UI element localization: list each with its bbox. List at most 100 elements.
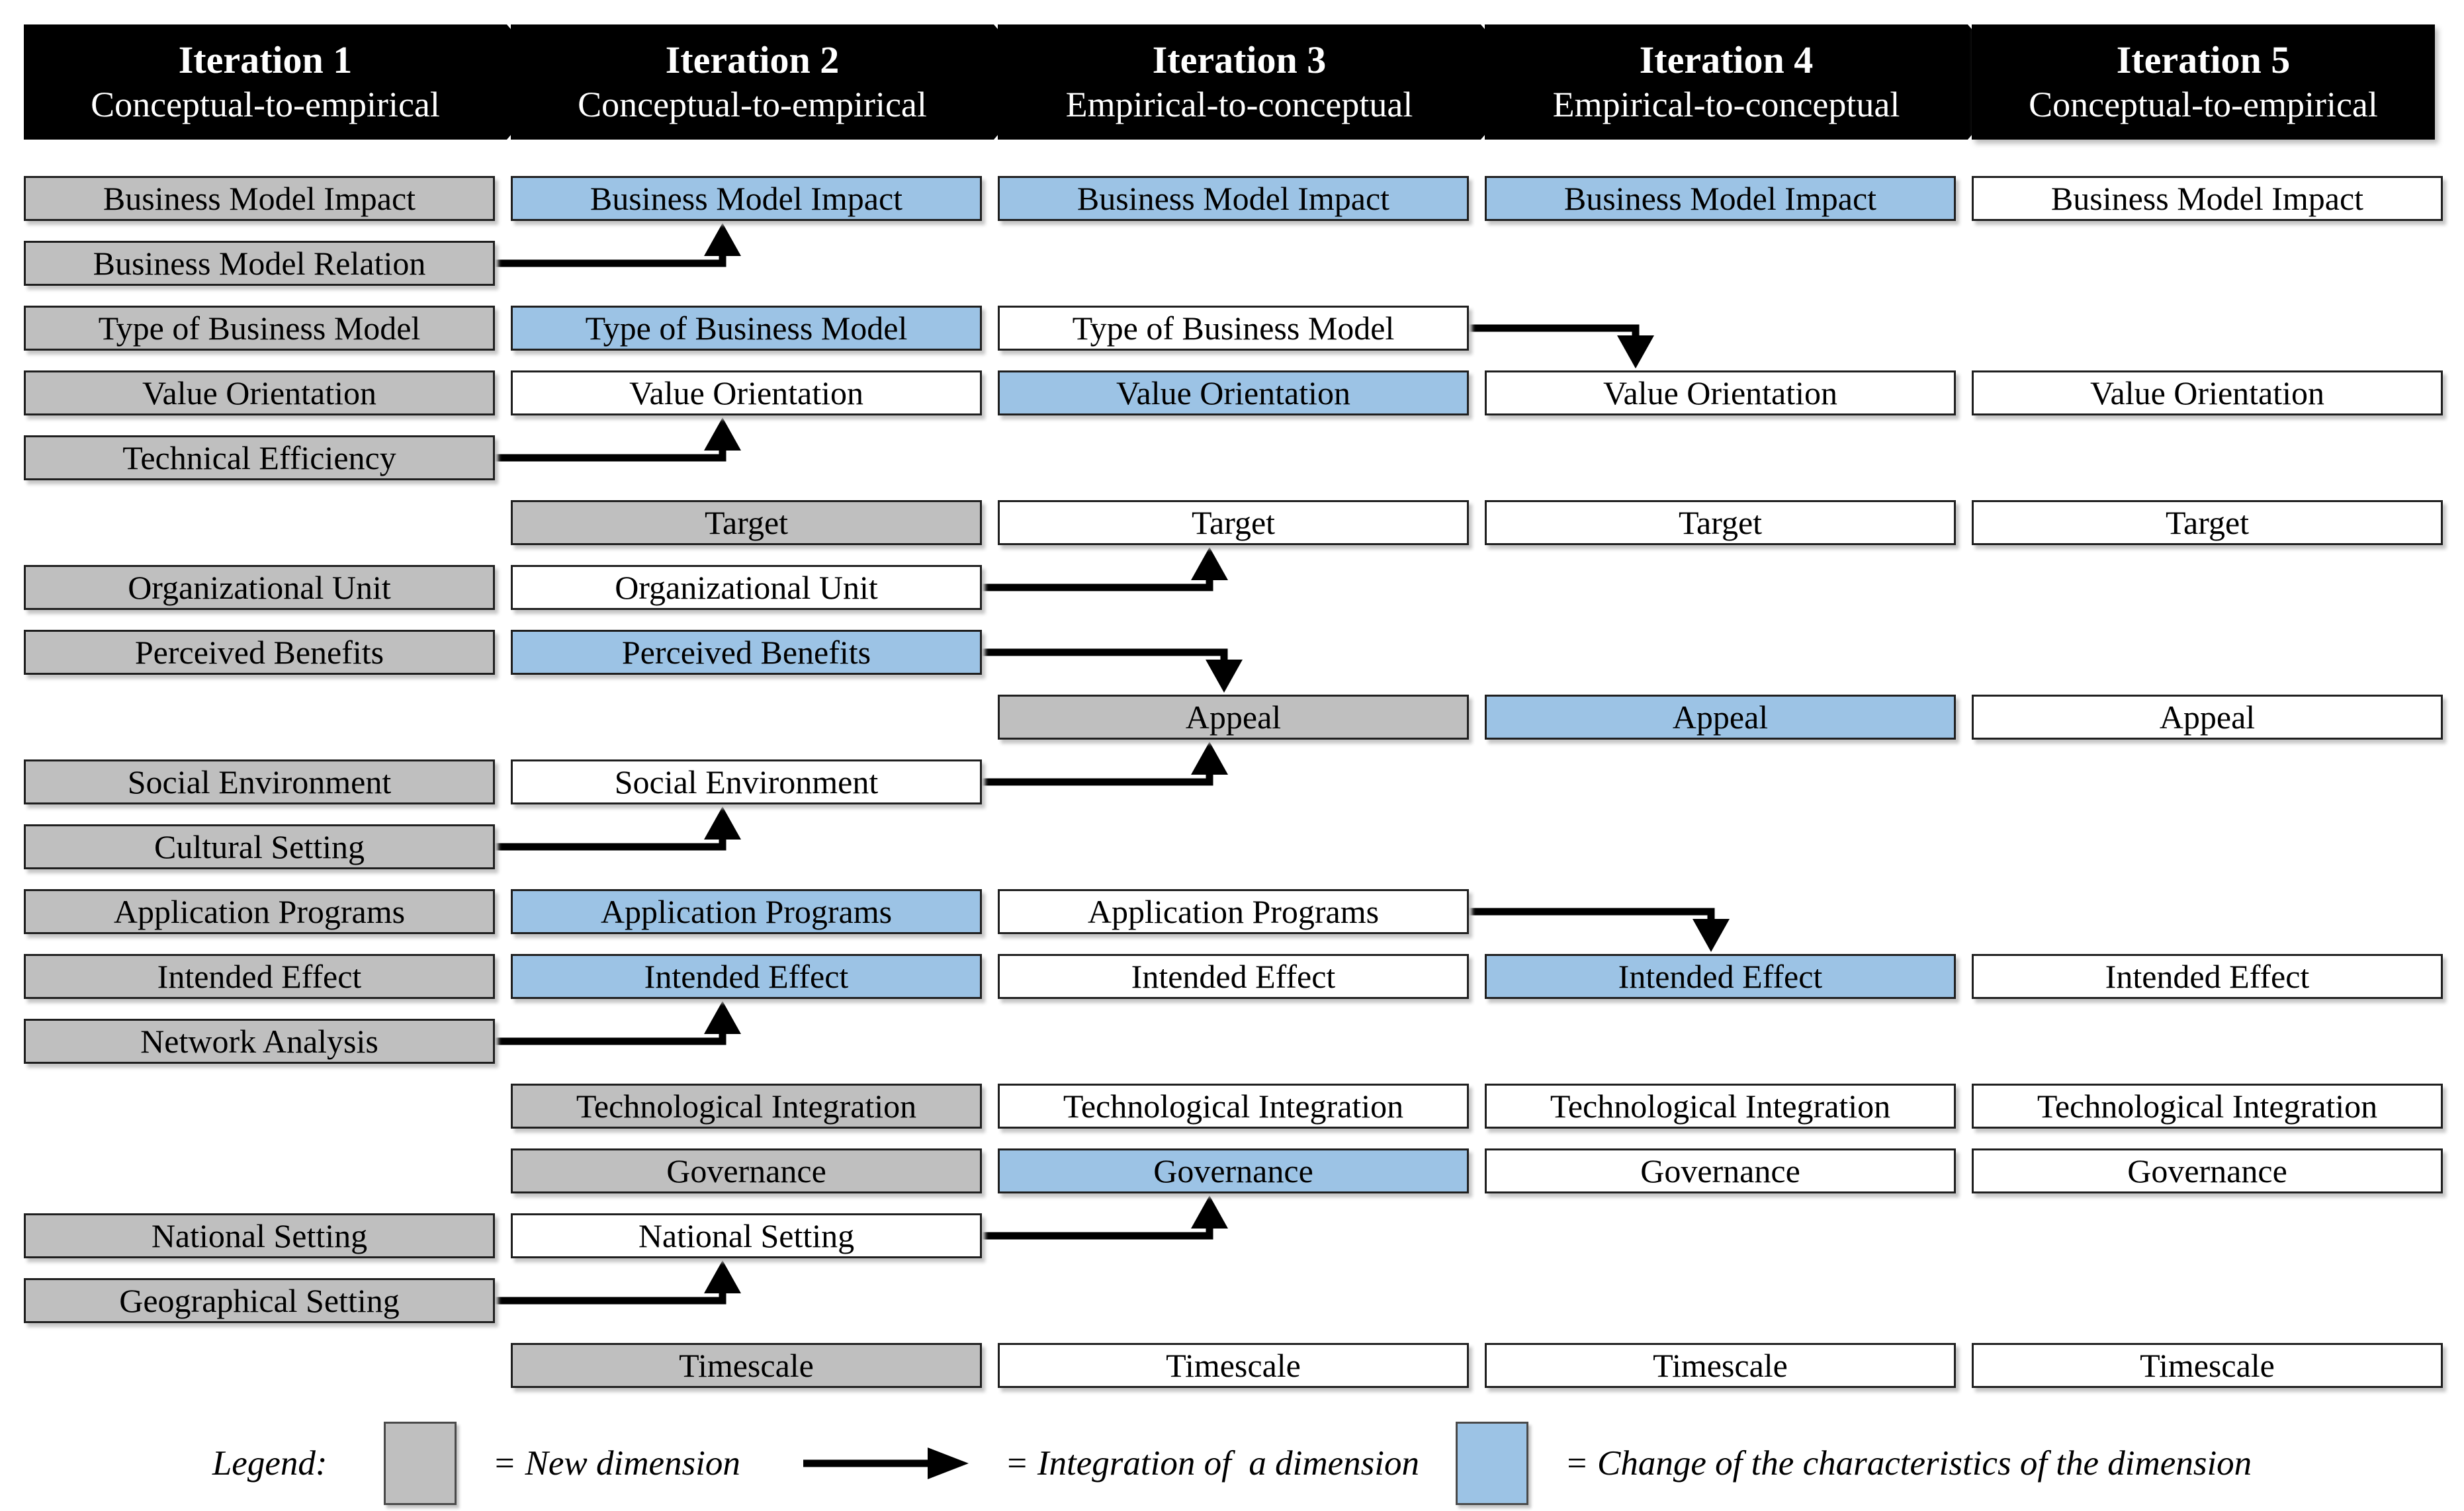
dimension-box: Timescale — [1972, 1343, 2443, 1388]
dimension-box: Timescale — [511, 1343, 982, 1388]
dimension-label: Type of Business Model — [585, 310, 908, 347]
dimension-label: Target — [1191, 504, 1276, 541]
dimension-label: Timescale — [1166, 1347, 1301, 1384]
integration-arrow — [982, 775, 1213, 786]
integration-arrow — [1617, 335, 1654, 368]
dimension-box: Type of Business Model — [998, 306, 1469, 351]
integration-arrow — [1469, 908, 1715, 919]
dimension-label: Target — [1678, 504, 1763, 541]
dimension-label: Timescale — [2140, 1347, 2275, 1384]
dimension-label: Technological Integration — [1550, 1088, 1891, 1125]
dimension-box: Target — [511, 500, 982, 545]
dimension-box: Timescale — [1485, 1343, 1956, 1388]
dimension-box: Technological Integration — [998, 1084, 1469, 1129]
dimension-box: Intended Effect — [1485, 954, 1956, 999]
dimension-label: Intended Effect — [157, 958, 362, 995]
dimension-label: Appeal — [1185, 699, 1282, 736]
dimension-box: Organizational Unit — [511, 565, 982, 610]
dimension-label: Business Model Impact — [2050, 180, 2364, 217]
legend-new-dimension-text: = New dimension — [492, 1444, 740, 1483]
legend-new-dimension-swatch — [383, 1422, 457, 1505]
dimension-label: Intended Effect — [2105, 958, 2310, 995]
integration-arrow — [1206, 660, 1243, 693]
dimension-box: Governance — [1972, 1148, 2443, 1193]
dimension-label: Business Model Impact — [590, 180, 903, 217]
dimension-label: Business Model Impact — [1563, 180, 1877, 217]
dimension-label: Governance — [666, 1152, 826, 1189]
dimension-box: Geographical Setting — [24, 1278, 495, 1323]
dimension-box: Perceived Benefits — [24, 630, 495, 675]
dimension-box: Application Programs — [998, 889, 1469, 934]
dimension-label: Social Environment — [614, 763, 879, 800]
iteration-subtitle: Empirical-to-conceptual — [1552, 85, 1900, 125]
dimension-label: Governance — [2127, 1152, 2287, 1189]
iteration-title: Iteration 1 — [178, 38, 353, 81]
dimension-label: Technical Efficiency — [122, 439, 396, 476]
dimension-box: National Setting — [24, 1213, 495, 1258]
dimension-box: Target — [998, 500, 1469, 545]
dimension-box: Application Programs — [24, 889, 495, 934]
integration-arrow — [1469, 324, 1640, 335]
integration-arrow — [1191, 742, 1228, 775]
dimension-label: Value Orientation — [629, 374, 864, 411]
dimension-box: Target — [1485, 500, 1956, 545]
iteration-title: Iteration 2 — [665, 38, 840, 81]
dimension-box: Social Environment — [24, 759, 495, 804]
dimension-label: Organizational Unit — [128, 569, 391, 606]
iteration-title: Iteration 3 — [1152, 38, 1327, 81]
dimension-label: National Setting — [151, 1217, 368, 1254]
dimension-label: Technological Integration — [1063, 1088, 1404, 1125]
dimension-box: Appeal — [1972, 695, 2443, 740]
dimension-label: Value Orientation — [1116, 374, 1351, 411]
dimension-box: Business Model Impact — [998, 176, 1469, 221]
dimension-box: Network Analysis — [24, 1019, 495, 1064]
dimension-label: National Setting — [638, 1217, 855, 1254]
dimension-box: Type of Business Model — [511, 306, 982, 351]
dimension-box: Intended Effect — [998, 954, 1469, 999]
dimension-box: Timescale — [998, 1343, 1469, 1388]
dimension-label: Technological Integration — [576, 1088, 917, 1125]
legend-integration-arrow-icon — [803, 1447, 969, 1479]
integration-arrow — [704, 806, 741, 840]
dimension-box: Perceived Benefits — [511, 630, 982, 675]
legend-change-text: = Change of the characteristics of the d… — [1564, 1444, 2252, 1483]
dimension-box: Value Orientation — [511, 370, 982, 415]
dimension-label: Appeal — [1672, 699, 1769, 736]
iteration-subtitle: Conceptual-to-empirical — [2029, 85, 2378, 125]
integration-arrow — [495, 256, 726, 267]
dimension-label: Organizational Unit — [615, 569, 878, 606]
dimension-label: Target — [2165, 504, 2250, 541]
dimension-box: Appeal — [998, 695, 1469, 740]
dimension-label: Value Orientation — [2090, 374, 2325, 411]
dimension-label: Intended Effect — [1618, 958, 1823, 995]
dimension-box: Value Orientation — [1485, 370, 1956, 415]
dimension-box: Business Model Impact — [1485, 176, 1956, 221]
integration-arrow — [704, 1001, 741, 1034]
dimension-box: Governance — [998, 1148, 1469, 1193]
dimension-label: Value Orientation — [142, 374, 377, 411]
dimension-box: Governance — [1485, 1148, 1956, 1193]
dimension-label: Timescale — [679, 1347, 814, 1384]
dimension-label: Technological Integration — [2037, 1088, 2378, 1125]
dimension-label: Appeal — [2159, 699, 2256, 736]
integration-arrow — [495, 451, 726, 462]
dimension-label: Perceived Benefits — [621, 634, 871, 671]
dimension-box: Technological Integration — [1485, 1084, 1956, 1129]
integration-arrow — [495, 840, 726, 851]
integration-arrow — [704, 417, 741, 451]
dimension-label: Network Analysis — [140, 1023, 378, 1060]
dimension-box: Appeal — [1485, 695, 1956, 740]
dimension-label: Social Environment — [127, 763, 392, 800]
integration-arrow — [495, 1293, 726, 1305]
dimension-label: Perceived Benefits — [134, 634, 384, 671]
dimension-box: Business Model Relation — [24, 241, 495, 286]
dimension-box: Technological Integration — [1972, 1084, 2443, 1129]
integration-arrow — [704, 223, 741, 256]
dimension-label: Application Programs — [600, 893, 893, 930]
dimension-box: Value Orientation — [998, 370, 1469, 415]
